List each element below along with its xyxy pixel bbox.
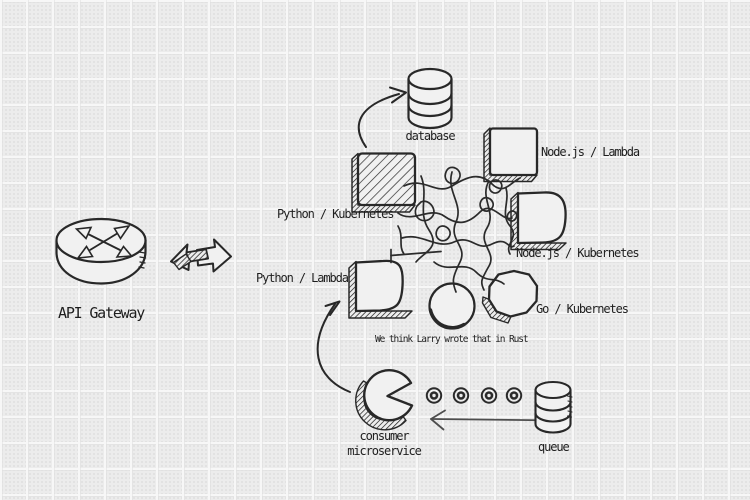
nodejs-kubernetes-label[interactable]: Node.js / Kubernetes <box>516 246 640 260</box>
arrow-consumer-to-python-lambda[interactable] <box>316 300 351 393</box>
python-lambda-label[interactable]: Python / Lambda <box>256 271 349 285</box>
consumer-microservice-node[interactable] <box>355 369 414 431</box>
database-icon[interactable] <box>407 67 453 130</box>
rust-service-node[interactable] <box>428 282 476 330</box>
queue-label[interactable]: queue <box>538 440 570 454</box>
nodejs-kubernetes-node[interactable] <box>510 191 567 251</box>
nodejs-lambda-label[interactable]: Node.js / Lambda <box>541 145 640 159</box>
sync-arrow-icon[interactable] <box>170 238 232 273</box>
router-crossed-arrows <box>74 224 134 259</box>
consumer-microservice-label-line1: consumer <box>359 429 410 443</box>
service-mesh-tangle[interactable] <box>390 166 521 293</box>
arrow-to-database[interactable] <box>357 86 407 148</box>
python-kubernetes-label[interactable]: Python / Kubernetes <box>277 207 394 221</box>
queue-side-hatch <box>566 395 573 418</box>
consumer-microservice-label-line2: microservice <box>347 444 422 458</box>
consumer-microservice-label[interactable]: consumer microservice <box>334 429 434 459</box>
rust-service-label[interactable]: We think Larry wrote that in Rust <box>375 334 529 345</box>
go-kubernetes-label[interactable]: Go / Kubernetes <box>536 302 629 316</box>
python-kubernetes-node[interactable] <box>351 152 417 213</box>
nodejs-lambda-node[interactable] <box>483 127 539 183</box>
router-side-hatch <box>138 251 147 269</box>
api-gateway-icon[interactable] <box>55 217 147 285</box>
database-label[interactable]: database <box>405 129 456 143</box>
queue-icon[interactable] <box>534 380 573 434</box>
queue-message-dots[interactable] <box>425 387 523 404</box>
api-gateway-label[interactable]: API Gateway <box>58 304 145 322</box>
python-lambda-node[interactable] <box>348 259 413 319</box>
